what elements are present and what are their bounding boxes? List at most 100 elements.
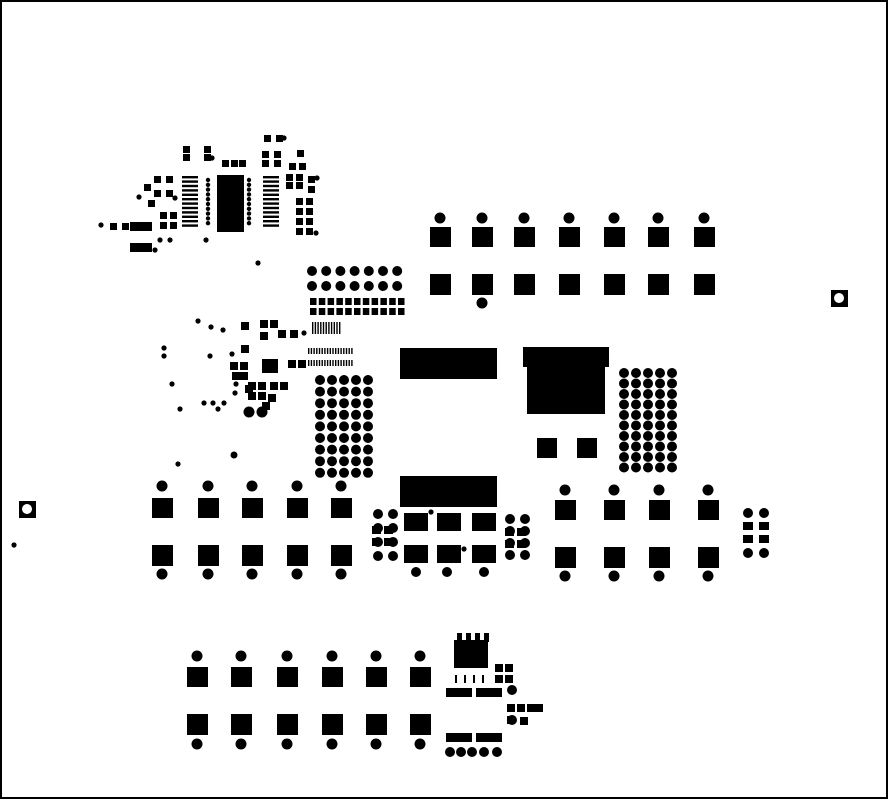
bga-ball — [351, 433, 361, 443]
smd-pad — [743, 522, 753, 530]
via — [608, 484, 620, 496]
smd-pad — [130, 222, 152, 231]
via — [205, 206, 211, 211]
via — [476, 297, 488, 309]
via — [281, 135, 287, 141]
smd-pad — [306, 198, 313, 205]
smd-pad — [743, 535, 753, 543]
smd-pad — [270, 382, 278, 390]
smd-pad — [604, 500, 625, 520]
via — [281, 738, 293, 750]
smd-pad — [318, 298, 326, 305]
smd-pad — [649, 547, 670, 568]
smd-pad — [130, 243, 152, 252]
bga-ball — [327, 386, 337, 397]
via — [205, 201, 211, 207]
smd-pad — [472, 513, 496, 531]
fine-pitch-pad — [263, 184, 279, 188]
smd-pad — [187, 714, 208, 735]
bga-ball — [631, 441, 641, 452]
smd-pad — [577, 438, 597, 458]
bga-ball — [667, 431, 677, 441]
bga-ball — [631, 368, 641, 378]
via — [246, 192, 252, 197]
smd-pad — [476, 733, 502, 742]
thermal-pad — [454, 640, 488, 668]
smd-pad — [296, 182, 303, 189]
smd-pad — [222, 160, 229, 167]
bga-ball — [619, 420, 629, 431]
via — [428, 509, 434, 515]
fine-pitch-pad — [310, 348, 313, 354]
smd-pad — [404, 545, 428, 563]
smd-pad — [241, 345, 249, 353]
bga-ball — [315, 467, 325, 478]
bga-ball — [667, 452, 677, 462]
via — [461, 546, 467, 552]
smd-pad — [318, 308, 326, 315]
bga-ball — [643, 368, 653, 378]
fine-pitch-pad — [329, 348, 331, 354]
via — [520, 550, 530, 560]
smd-pad — [231, 160, 238, 167]
fine-pitch-pad — [348, 348, 350, 354]
bga-ball — [619, 399, 629, 410]
bga-ball — [315, 386, 325, 397]
via — [246, 206, 252, 211]
fine-pitch-pad — [308, 360, 310, 366]
smd-pad — [604, 547, 625, 568]
fine-pitch-pad — [464, 675, 466, 683]
smd-pad — [170, 222, 177, 229]
via — [246, 216, 252, 221]
via — [326, 738, 338, 750]
smd-pad — [327, 298, 335, 305]
smd-pad — [472, 545, 496, 563]
bga-ball — [655, 389, 665, 399]
via — [11, 542, 17, 548]
fine-pitch-pad — [313, 360, 315, 366]
bga-ball — [363, 386, 373, 397]
via — [205, 182, 211, 187]
smd-pad — [245, 385, 253, 393]
smd-pad — [604, 274, 625, 295]
fine-pitch-pad — [263, 211, 279, 214]
smd-pad — [308, 186, 315, 193]
via — [233, 381, 239, 387]
bga-ball — [631, 452, 641, 462]
fine-pitch-pad — [182, 198, 198, 201]
bga-ball — [327, 467, 337, 478]
fine-pitch-pad — [317, 322, 319, 334]
smd-pad — [520, 717, 528, 725]
bga-ball — [327, 444, 337, 455]
via — [559, 570, 571, 582]
bga-ball — [619, 378, 629, 389]
via — [759, 508, 769, 518]
via — [388, 551, 398, 561]
smd-pad — [354, 298, 361, 305]
via — [246, 197, 252, 202]
bga-ball — [667, 389, 677, 399]
fine-pitch-pad — [182, 176, 198, 179]
via — [373, 551, 383, 561]
via — [313, 230, 319, 236]
fine-pitch-pad — [312, 322, 314, 334]
smd-pad — [280, 382, 288, 390]
bga-ball — [363, 456, 373, 467]
bga-ball — [351, 456, 361, 467]
smd-pad — [288, 360, 296, 368]
smd-pad — [299, 163, 306, 170]
smd-pad — [517, 540, 526, 548]
smd-pad — [297, 150, 304, 157]
smd-pad — [604, 227, 625, 247]
via — [378, 281, 388, 291]
fine-pitch-pad — [321, 348, 323, 354]
fine-pitch-pad — [340, 360, 342, 366]
pad-group — [11, 135, 848, 757]
smd-pad — [264, 135, 271, 142]
fine-pitch-pad — [332, 348, 334, 354]
smd-pad — [262, 160, 269, 167]
smd-pad — [698, 547, 719, 568]
